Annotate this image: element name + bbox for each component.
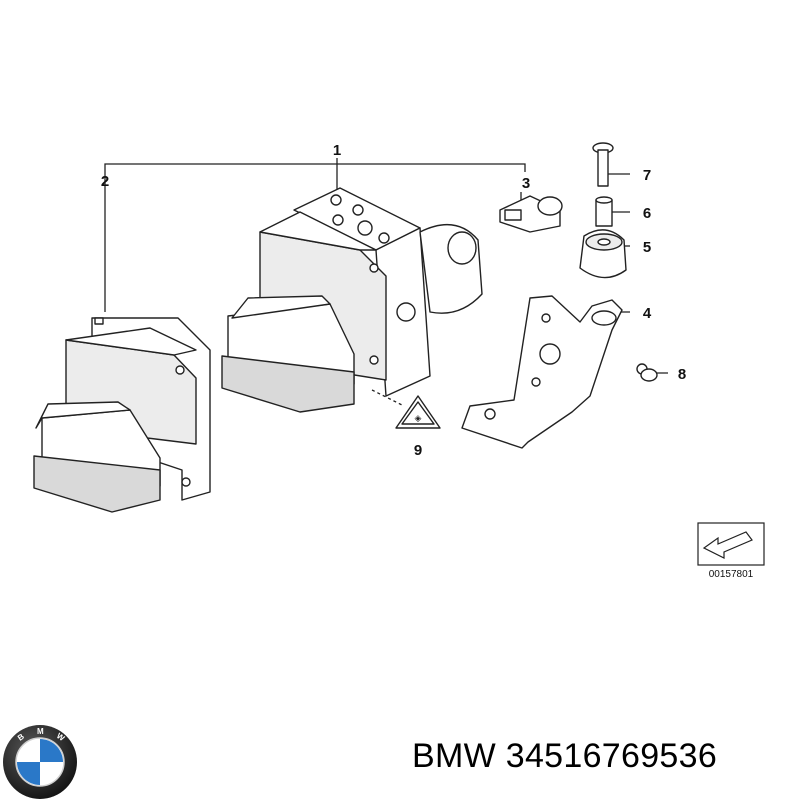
callout-3: 3 xyxy=(522,175,530,192)
bolt-part-8 xyxy=(636,363,658,382)
view-direction-symbol xyxy=(697,522,765,566)
bmw-logo: B M W xyxy=(3,725,77,799)
callout-6: 6 xyxy=(643,205,651,222)
part-caption: BMW 34516769536 xyxy=(412,737,717,776)
brand-name: BMW xyxy=(412,737,496,775)
callout-8: 8 xyxy=(678,366,686,383)
sleeve-part-6 xyxy=(595,196,613,227)
bracket-part-4 xyxy=(461,295,623,449)
warning-label-part-9: ◈ xyxy=(395,395,441,429)
reference-code: 00157801 xyxy=(709,569,754,580)
bolt-part-7 xyxy=(592,142,614,187)
callout-2: 2 xyxy=(101,173,109,190)
callout-7: 7 xyxy=(643,167,651,184)
leader-lines xyxy=(104,158,668,406)
callout-1: 1 xyxy=(333,142,341,159)
sensor-part-3 xyxy=(499,195,563,233)
part-number: 34516769536 xyxy=(505,737,718,775)
svg-text:W: W xyxy=(55,731,67,743)
control-unit-part-2 xyxy=(33,317,211,513)
rubber-mount-part-5 xyxy=(579,229,627,279)
callout-9: 9 xyxy=(414,442,422,459)
callout-4: 4 xyxy=(643,305,652,322)
hydraulic-unit-part-1 xyxy=(221,187,483,413)
callout-5: 5 xyxy=(643,239,651,256)
svg-text:B: B xyxy=(16,732,26,743)
svg-text:◈: ◈ xyxy=(415,413,422,423)
svg-text:M: M xyxy=(37,727,44,736)
